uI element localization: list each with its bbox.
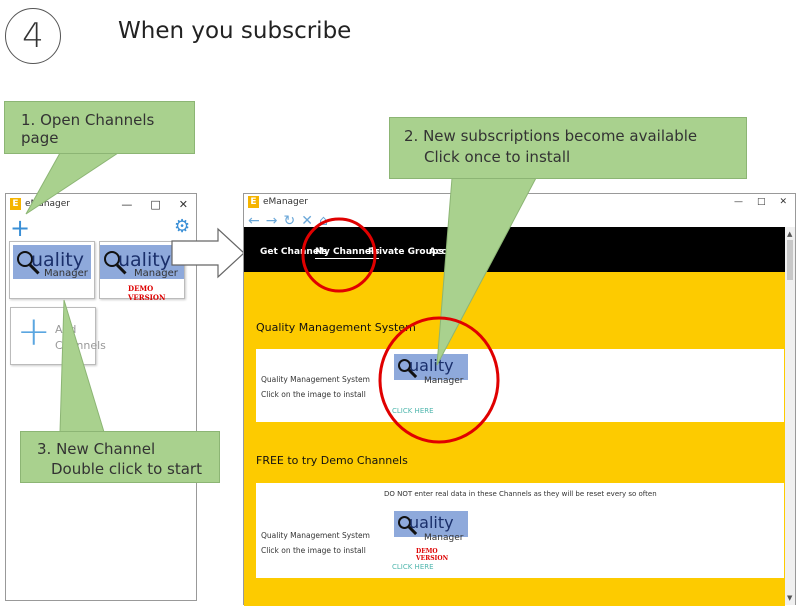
right-arrow-icon <box>171 227 245 279</box>
channel-tile-quality[interactable]: uality Manager <box>9 241 95 299</box>
main-window-title: eManager <box>263 197 308 207</box>
small-app-window: E eManager — □ ✕ + ⚙ uality Manager uali… <box>5 193 197 601</box>
menu-account[interactable]: Accou <box>429 247 460 257</box>
callout-open-channels: 1. Open Channels page <box>4 101 195 154</box>
tile-word: uality <box>118 249 171 271</box>
channel-tile-quality-demo[interactable]: uality Manager DEMO VERSION <box>99 241 185 302</box>
quality-logo: uality <box>100 245 184 279</box>
menu-private-groups[interactable]: Private Groups <box>368 247 444 257</box>
qms-click-here-link[interactable]: CLICK HERE <box>392 407 434 415</box>
section-title-demo: FREE to try Demo Channels <box>256 454 408 467</box>
gear-icon[interactable]: ⚙ <box>174 216 191 237</box>
app-logo-icon: E <box>10 198 21 210</box>
demo-warning: DO NOT enter real data in these Channels… <box>384 490 657 498</box>
tile-sub: Manager <box>424 376 464 386</box>
main-app-window: E eManager — □ ✕ ← → ↻ ✕ ⌂ Get Channels … <box>243 193 796 606</box>
qms-card <box>256 349 784 422</box>
demo-badge: DEMO VERSION <box>416 548 449 562</box>
main-window-titlebar: E eManager — □ ✕ <box>244 194 795 210</box>
top-menu-bar <box>244 227 795 272</box>
section-title-qms: Quality Management System <box>256 321 416 334</box>
qms-install-tile[interactable]: uality Manager <box>394 354 468 392</box>
maximize-button[interactable]: □ <box>756 197 766 207</box>
plus-icon: + <box>17 309 51 355</box>
quality-logo: uality <box>394 511 468 537</box>
back-arrow-icon[interactable]: ← <box>248 213 260 229</box>
scroll-down-icon[interactable]: ▼ <box>787 594 793 602</box>
quality-logo: uality <box>13 245 91 279</box>
step-title: When you subscribe <box>118 18 352 44</box>
demo-badge: DEMO VERSION <box>128 284 166 302</box>
scrollbar[interactable] <box>785 227 795 605</box>
qms-card-text: Quality Management System Click on the i… <box>261 375 370 399</box>
maximize-button[interactable]: □ <box>150 197 161 211</box>
menu-get-channels[interactable]: Get Channels <box>260 247 328 257</box>
tile-word: uality <box>409 513 454 532</box>
forward-arrow-icon[interactable]: → <box>265 213 278 229</box>
tile-sub: Manager <box>134 268 178 279</box>
tile-sub: Manager <box>424 533 464 543</box>
close-button[interactable]: ✕ <box>779 197 787 207</box>
minimize-button[interactable]: — <box>121 197 133 211</box>
tile-sub: Manager <box>44 268 88 279</box>
step-number: 4 <box>5 8 61 64</box>
plus-icon[interactable]: + <box>10 214 31 242</box>
stop-icon[interactable]: ✕ <box>301 213 313 229</box>
callout-new-subscriptions: 2. New subscriptions become available Cl… <box>389 117 747 179</box>
close-button[interactable]: ✕ <box>178 197 188 211</box>
refresh-icon[interactable]: ↻ <box>283 213 296 229</box>
tile-word: uality <box>409 356 454 375</box>
menu-my-channels[interactable]: My Channels <box>315 247 380 259</box>
tile-word: uality <box>31 249 84 271</box>
demo-install-tile[interactable]: uality Manager DEMO VERSION <box>394 511 468 562</box>
app-logo-icon: E <box>248 196 259 208</box>
scroll-up-icon[interactable]: ▲ <box>787 230 793 238</box>
scroll-thumb[interactable] <box>787 240 793 280</box>
small-window-titlebar: E eManager — □ ✕ <box>6 194 196 214</box>
demo-card-text: Quality Management System Click on the i… <box>261 531 370 555</box>
quality-logo: uality <box>394 354 468 380</box>
add-channels-tile[interactable]: + Add Channels <box>10 307 106 365</box>
demo-click-here-link[interactable]: CLICK HERE <box>392 563 434 571</box>
demo-card <box>256 483 784 578</box>
small-window-title: eManager <box>25 199 70 209</box>
minimize-button[interactable]: — <box>733 197 743 207</box>
callout-new-channel: 3. New Channel Double click to start <box>20 431 220 483</box>
